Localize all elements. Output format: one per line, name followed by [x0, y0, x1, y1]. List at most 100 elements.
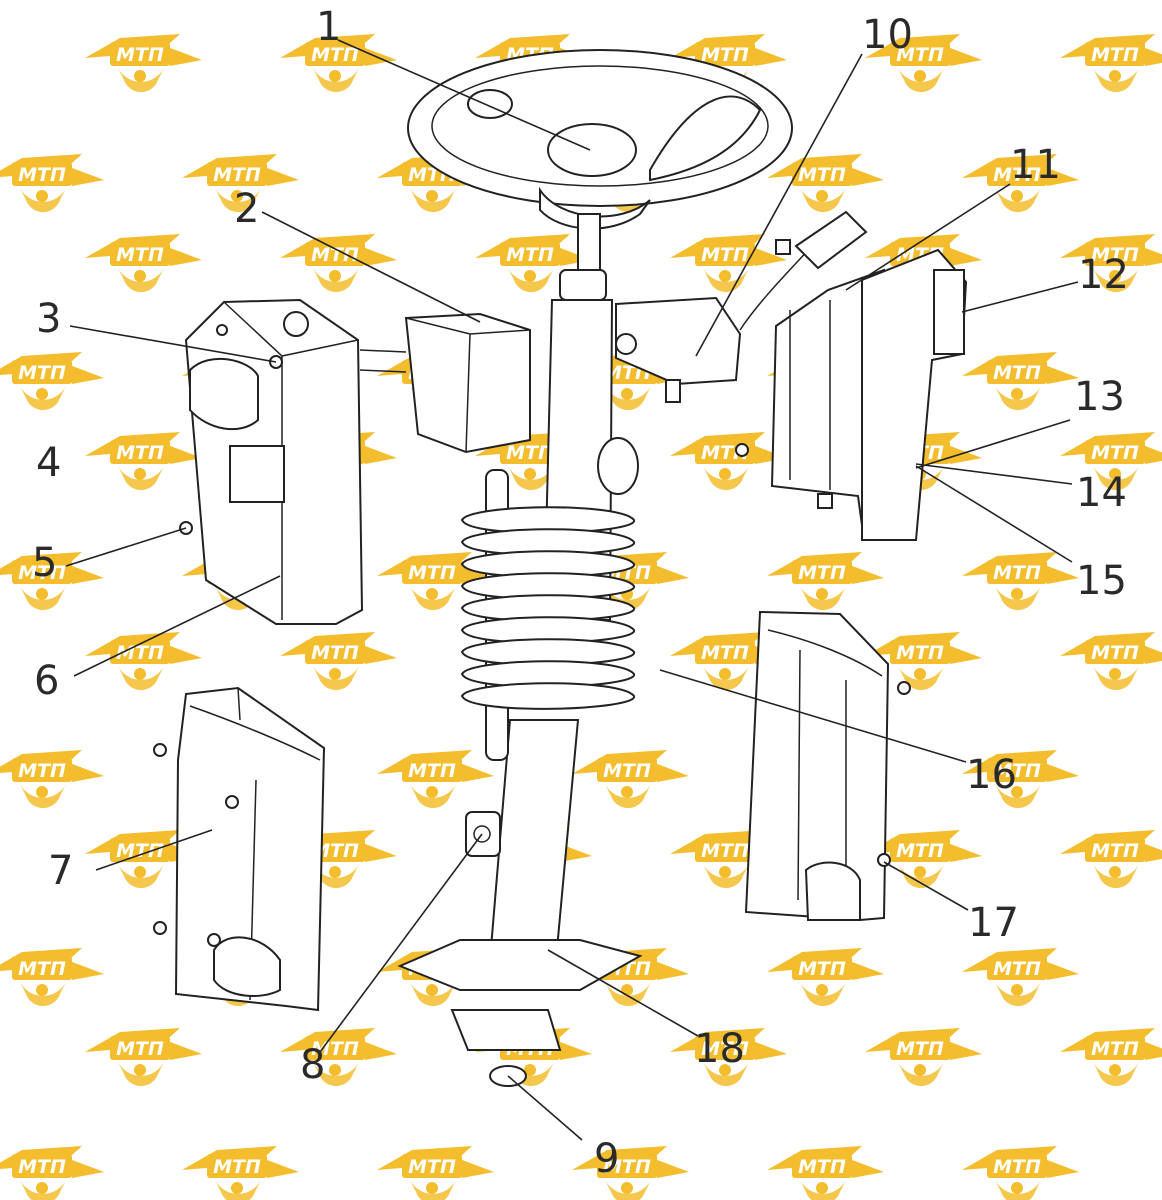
mtp-watermark-logo: МТП — [1060, 830, 1162, 889]
watermark-text: МТП — [116, 840, 164, 862]
mtp-watermark-logo: МТП — [377, 552, 494, 611]
mtp-watermark-logo: МТП — [377, 1146, 494, 1200]
watermark-text: МТП — [213, 1156, 261, 1178]
watermark-text: МТП — [798, 562, 846, 584]
mtp-watermark-logo: МТП — [182, 154, 299, 213]
mtp-watermark-logo: МТП — [475, 234, 592, 293]
mtp-watermark-logo: МТП — [865, 830, 982, 889]
watermark-text: МТП — [603, 760, 651, 782]
mtp-watermark-logo: МТП — [767, 948, 884, 1007]
mtp-watermark-logo: МТП — [572, 1146, 689, 1200]
callout-4: 4 — [36, 440, 61, 486]
mtp-watermark-logo: МТП — [0, 948, 104, 1007]
watermark-text: МТП — [18, 1156, 66, 1178]
callout-17: 17 — [968, 900, 1019, 946]
callout-6: 6 — [34, 658, 59, 704]
watermark-text: МТП — [798, 164, 846, 186]
watermark-text: МТП — [896, 840, 944, 862]
mtp-watermark-logo: МТП — [280, 632, 397, 691]
mtp-watermark-logo: МТП — [0, 352, 104, 411]
part-lower-left-cover — [174, 686, 326, 1012]
watermark-text: МТП — [701, 840, 749, 862]
bellows-ring — [460, 682, 636, 710]
mtp-watermark-logo: МТП — [0, 154, 104, 213]
watermark-text: МТП — [506, 442, 554, 464]
watermark-text: МТП — [1091, 1038, 1139, 1060]
watermark-text: МТП — [116, 642, 164, 664]
mtp-watermark-logo: МТП — [85, 1028, 202, 1087]
watermark-text: МТП — [993, 562, 1041, 584]
mtp-watermark-logo: МТП — [767, 154, 884, 213]
part-bolts — [153, 324, 911, 947]
callout-labels: 1 2 3 4 5 6 7 8 9 10 11 12 13 14 15 16 1… — [32, 4, 1129, 1182]
callout-16: 16 — [966, 752, 1017, 798]
mtp-watermark-logo: МТП — [182, 1146, 299, 1200]
mtp-watermark-logo: МТП — [0, 1146, 104, 1200]
mtp-watermark-logo: МТП — [1060, 1028, 1162, 1087]
watermark-text: МТП — [18, 562, 66, 584]
mtp-watermark-logo: МТП — [962, 352, 1079, 411]
watermark-text: МТП — [116, 1038, 164, 1060]
watermark-text: МТП — [701, 244, 749, 266]
mtp-watermark-logo: МТП — [280, 34, 397, 93]
watermark-text: МТП — [1091, 244, 1139, 266]
mtp-watermark-logo: МТП — [670, 234, 787, 293]
mtp-watermark-logo: МТП — [1060, 234, 1162, 293]
watermark-text: МТП — [506, 244, 554, 266]
watermark-text: МТП — [798, 1156, 846, 1178]
watermark-text: МТП — [701, 1038, 749, 1060]
part-bracket-box — [359, 312, 531, 454]
part-lower-right-cover — [744, 610, 890, 922]
watermark-text: МТП — [798, 958, 846, 980]
mtp-watermark-logo: МТП — [670, 1028, 787, 1087]
callout-11: 11 — [1010, 142, 1061, 188]
watermark-text: МТП — [311, 840, 359, 862]
mtp-watermark-logo: МТП — [962, 1146, 1079, 1200]
callout-15: 15 — [1076, 558, 1127, 604]
part-steering-wheel — [407, 49, 793, 275]
mtp-watermark-logo: МТП — [85, 830, 202, 889]
mtp-watermark-logo: МТП — [85, 234, 202, 293]
mtp-watermark-logo: МТП — [962, 948, 1079, 1007]
leader-lines — [65, 39, 1079, 1141]
mtp-watermark-logo: МТП — [865, 1028, 982, 1087]
callout-8: 8 — [300, 1042, 325, 1088]
watermark-text: МТП — [213, 164, 261, 186]
callout-7: 7 — [48, 848, 73, 894]
mtp-watermark-logo: МТП — [962, 552, 1079, 611]
part-bellows-boot — [460, 506, 636, 710]
watermark-text: МТП — [408, 760, 456, 782]
mtp-watermark-logo: МТП — [1060, 632, 1162, 691]
watermark-text: МТП — [18, 362, 66, 384]
mtp-watermark-logo: МТП — [1060, 432, 1162, 491]
mtp-watermark-logo: МТП — [475, 432, 592, 491]
mtp-watermark-logo: МТП — [280, 234, 397, 293]
watermark-text: МТП — [116, 244, 164, 266]
watermark-text: МТП — [18, 958, 66, 980]
callout-9: 9 — [594, 1136, 619, 1182]
mtp-watermark-logo: МТП — [1060, 34, 1162, 93]
watermark-text: МТП — [1091, 44, 1139, 66]
watermark-text: МТП — [993, 164, 1041, 186]
watermark-text: МТП — [896, 642, 944, 664]
watermark-text: МТП — [311, 244, 359, 266]
mtp-watermark-logo: МТП — [962, 154, 1079, 213]
part-upper-left-cover — [184, 298, 364, 625]
watermark-text: МТП — [603, 1156, 651, 1178]
callout-12: 12 — [1078, 252, 1129, 298]
watermark-text: МТП — [18, 760, 66, 782]
watermark-text: МТП — [408, 1156, 456, 1178]
watermark-text: МТП — [993, 958, 1041, 980]
watermark-text: МТП — [408, 562, 456, 584]
callout-3: 3 — [36, 296, 61, 342]
watermark-text: МТП — [18, 164, 66, 186]
mtp-watermark-logo: МТП — [377, 750, 494, 809]
mtp-watermark-logo: МТП — [670, 830, 787, 889]
callout-10: 10 — [862, 12, 913, 58]
mtp-watermark-logo: МТП — [572, 750, 689, 809]
mtp-watermark-logo: МТП — [280, 1028, 397, 1087]
watermark-text: МТП — [896, 44, 944, 66]
callout-1: 1 — [316, 4, 341, 50]
watermark-text: МТП — [993, 1156, 1041, 1178]
mtp-watermark-logo: МТП — [767, 552, 884, 611]
